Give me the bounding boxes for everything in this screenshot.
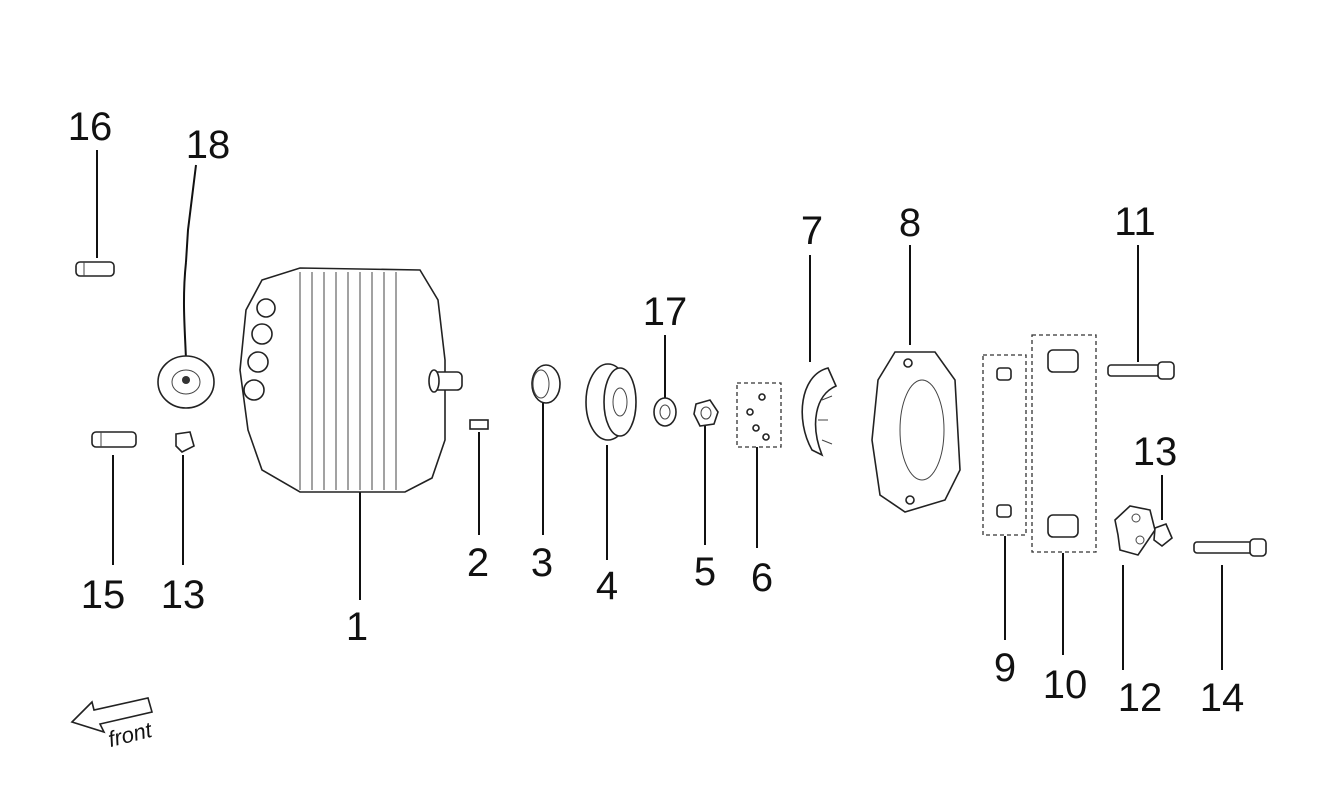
part-15-sleeve <box>91 431 137 448</box>
part-11-bolt <box>1107 361 1175 380</box>
part-7-plate <box>801 367 838 457</box>
front-arrow-icon <box>70 697 154 734</box>
part-16-sleeve <box>75 261 115 277</box>
part-17-washer <box>653 397 677 427</box>
part-1-motor <box>239 267 463 493</box>
part-13-nut-right <box>1153 522 1173 548</box>
part-4-pulley <box>585 363 637 441</box>
callout-12: 12 <box>1117 676 1163 720</box>
part-12-bracket <box>1114 505 1156 556</box>
callout-13-right: 13 <box>1132 430 1178 474</box>
callout-5: 5 <box>693 550 717 594</box>
part-9-bolts <box>982 354 1027 536</box>
callout-9: 9 <box>993 646 1017 690</box>
callout-17: 17 <box>642 290 688 334</box>
part-14-bolt <box>1193 538 1267 557</box>
part-18-sensor <box>157 261 215 409</box>
callout-1: 1 <box>345 605 369 649</box>
callout-10: 10 <box>1042 663 1088 707</box>
callout-2: 2 <box>466 541 490 585</box>
callout-11: 11 <box>1114 200 1156 244</box>
part-10-bushings <box>1031 334 1097 553</box>
part-3-bearing <box>531 364 561 404</box>
part-8-cover <box>871 351 961 513</box>
callout-7: 7 <box>800 209 824 253</box>
leader-lines <box>96 150 1223 670</box>
callout-13-left: 13 <box>160 573 206 617</box>
callout-16: 16 <box>67 105 113 149</box>
callout-18: 18 <box>185 123 231 167</box>
part-13-nut-left <box>175 431 195 453</box>
callout-14: 14 <box>1199 676 1245 720</box>
part-2-key <box>469 419 489 430</box>
callout-3: 3 <box>530 541 554 585</box>
callout-6: 6 <box>750 556 774 600</box>
part-5-nut <box>693 399 719 427</box>
callout-4: 4 <box>595 564 619 608</box>
callout-15: 15 <box>80 573 126 617</box>
part-6-screws <box>736 382 782 448</box>
callout-8: 8 <box>898 201 922 245</box>
